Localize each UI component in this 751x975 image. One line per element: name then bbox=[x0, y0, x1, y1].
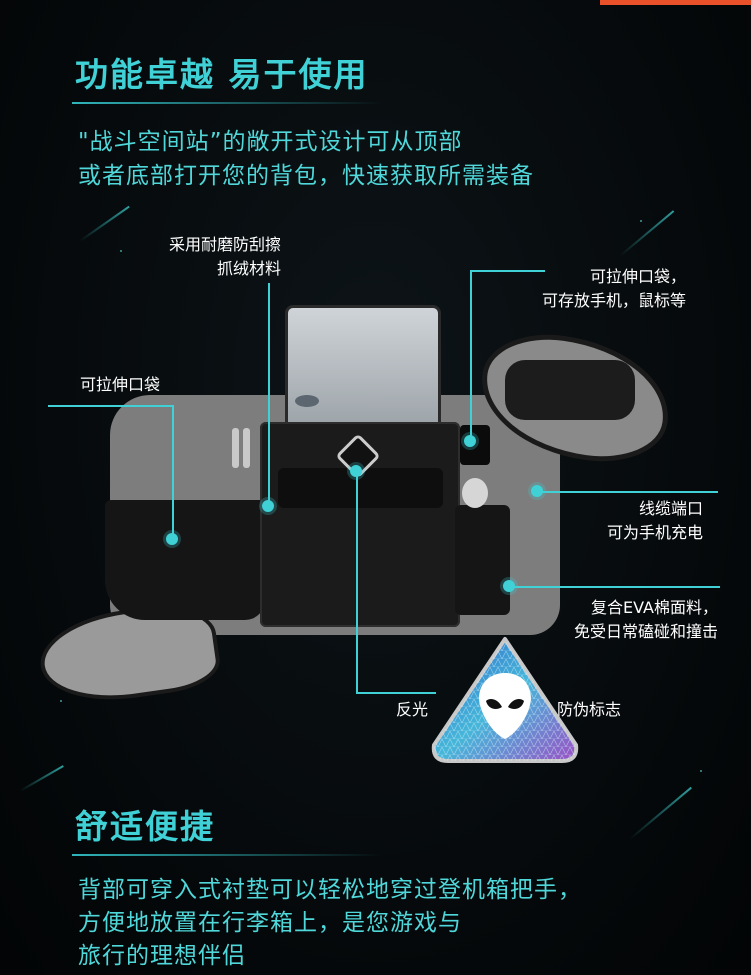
right-pocket bbox=[455, 505, 510, 615]
phone-image bbox=[460, 425, 490, 465]
callout-reflective: 反光 bbox=[396, 700, 429, 719]
leader-line bbox=[48, 405, 173, 407]
laptop-image bbox=[285, 305, 441, 431]
callout-stretch-pocket: 可拉伸口袋 bbox=[80, 375, 161, 394]
leader-line bbox=[470, 270, 472, 440]
callout-dot bbox=[350, 465, 362, 477]
callout-dot bbox=[262, 500, 274, 512]
callout-eva-line2: 免受日常磕碰和撞击 bbox=[573, 622, 718, 641]
light-streak bbox=[79, 205, 130, 242]
title-underline bbox=[72, 102, 382, 104]
leader-line bbox=[356, 692, 436, 694]
leader-line bbox=[172, 405, 174, 535]
leader-line bbox=[268, 283, 270, 505]
title-underline bbox=[72, 854, 382, 856]
callout-anti-counterfeit: 防伪标志 bbox=[557, 700, 622, 719]
callout-material-line1: 采用耐磨防刮擦 bbox=[168, 235, 281, 254]
comfort-line-3: 旅行的理想伴侣 bbox=[78, 943, 246, 969]
laptop-logo bbox=[295, 395, 319, 407]
comfort-line-2: 方便地放置在行李箱上，是您游戏与 bbox=[78, 910, 462, 936]
lead-line-1: "战斗空间站”的敞开式设计可从顶部 bbox=[78, 129, 463, 155]
callout-phone-line2: 可存放手机，鼠标等 bbox=[541, 291, 686, 310]
callout-dot bbox=[503, 580, 515, 592]
callout-dot bbox=[166, 533, 178, 545]
callout-eva-line1: 复合EVA棉面料， bbox=[591, 598, 718, 617]
star bbox=[640, 220, 642, 222]
callout-phone-pocket: 可拉伸口袋， 可存放手机，鼠标等 bbox=[542, 265, 686, 313]
star bbox=[700, 770, 702, 772]
left-pocket bbox=[105, 500, 265, 620]
callout-eva: 复合EVA棉面料， 免受日常磕碰和撞击 bbox=[574, 596, 718, 644]
pen bbox=[232, 428, 239, 468]
pen bbox=[243, 428, 250, 468]
mouse-image bbox=[462, 478, 488, 508]
leader-line bbox=[356, 470, 358, 692]
callout-dot bbox=[464, 435, 476, 447]
alien-head-icon bbox=[431, 637, 579, 763]
flap-inner-pocket bbox=[505, 360, 635, 420]
section-title-comfort: 舒适便捷 bbox=[75, 807, 215, 846]
light-streak bbox=[19, 765, 64, 792]
lead-line-2: 或者底部打开您的背包，快速获取所需装备 bbox=[78, 163, 534, 189]
callout-dot bbox=[531, 485, 543, 497]
light-streak bbox=[619, 210, 675, 257]
callout-cable-line2: 可为手机充电 bbox=[606, 523, 703, 542]
star bbox=[120, 250, 122, 252]
callout-cable-port: 线缆端口 可为手机充电 bbox=[607, 497, 703, 545]
callout-material: 采用耐磨防刮擦 抓绒材料 bbox=[169, 233, 281, 281]
light-streak bbox=[629, 786, 692, 840]
leader-line bbox=[510, 586, 720, 588]
callout-cable-line1: 线缆端口 bbox=[638, 499, 703, 518]
callout-phone-line1: 可拉伸口袋， bbox=[589, 267, 686, 286]
top-accent-bar bbox=[600, 0, 751, 5]
leader-line bbox=[538, 491, 718, 493]
star bbox=[60, 700, 62, 702]
section-title-features: 功能卓越 易于使用 bbox=[75, 55, 369, 94]
comfort-line-1: 背部可穿入式衬垫可以轻松地穿过登机箱把手， bbox=[78, 877, 582, 903]
callout-material-line2: 抓绒材料 bbox=[216, 259, 281, 278]
leader-line bbox=[470, 270, 545, 272]
